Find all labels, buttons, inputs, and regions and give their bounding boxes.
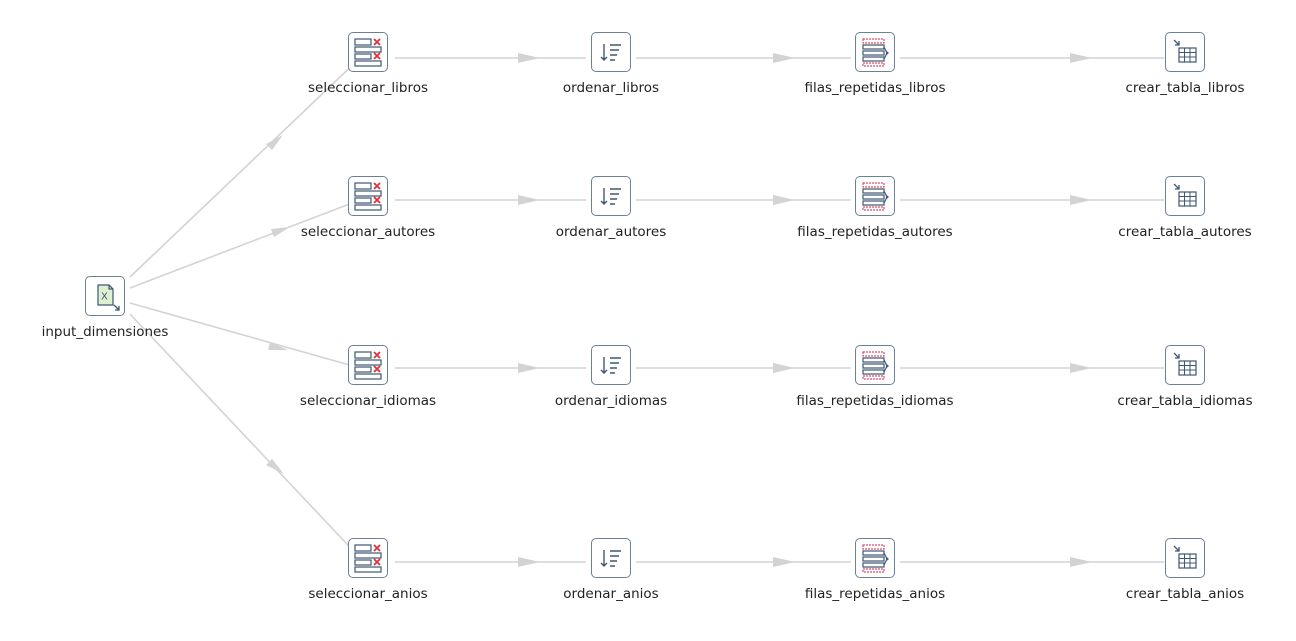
step-filas-repetidas-anios[interactable]: filas_repetidas_anios: [780, 538, 970, 618]
hop-ordenar-idiomas-to-filas-repetidas-idiomas[interactable]: [636, 363, 851, 373]
unique-rows-icon[interactable]: [855, 32, 895, 72]
hop-filas-repetidas-idiomas-to-crear-tabla-idiomas[interactable]: [900, 363, 1164, 373]
step-label: filas_repetidas_libros: [804, 80, 946, 96]
hop-seleccionar-autores-to-ordenar-autores[interactable]: [395, 195, 586, 205]
hop-seleccionar-idiomas-to-ordenar-idiomas[interactable]: [395, 363, 586, 373]
step-crear-tabla-autores[interactable]: crear_tabla_autores: [1090, 176, 1280, 256]
hop-input-to-seleccionar-idiomas[interactable]: [129, 302, 361, 369]
table-output-icon[interactable]: [1165, 538, 1205, 578]
step-label: crear_tabla_autores: [1118, 224, 1252, 240]
step-label: ordenar_autores: [555, 224, 667, 240]
step-label: crear_tabla_idiomas: [1117, 393, 1253, 409]
sort-rows-icon[interactable]: [591, 176, 631, 216]
step-seleccionar-anios[interactable]: seleccionar_anios: [273, 538, 463, 618]
step-label: ordenar_libros: [562, 80, 660, 96]
step-crear-tabla-idiomas[interactable]: crear_tabla_idiomas: [1090, 345, 1280, 425]
select-values-icon[interactable]: [348, 538, 388, 578]
unique-rows-icon[interactable]: [855, 538, 895, 578]
step-ordenar-anios[interactable]: ordenar_anios: [516, 538, 706, 618]
step-label: seleccionar_anios: [308, 586, 428, 602]
sort-rows-icon[interactable]: [591, 32, 631, 72]
hop-filas-repetidas-anios-to-crear-tabla-anios[interactable]: [900, 557, 1164, 567]
step-filas-repetidas-libros[interactable]: filas_repetidas_libros: [780, 32, 970, 112]
step-seleccionar-libros[interactable]: seleccionar_libros: [273, 32, 463, 112]
hop-filas-repetidas-libros-to-crear-tabla-libros[interactable]: [900, 53, 1164, 63]
step-label: filas_repetidas_idiomas: [796, 393, 954, 409]
unique-rows-icon[interactable]: [855, 176, 895, 216]
step-crear-tabla-anios[interactable]: crear_tabla_anios: [1090, 538, 1280, 618]
excel-input-icon[interactable]: X: [85, 276, 125, 316]
step-label: filas_repetidas_anios: [804, 586, 946, 602]
step-ordenar-libros[interactable]: ordenar_libros: [516, 32, 706, 112]
step-filas-repetidas-autores[interactable]: filas_repetidas_autores: [780, 176, 970, 256]
select-values-icon[interactable]: [348, 32, 388, 72]
svg-text:X: X: [101, 292, 108, 303]
hop-filas-repetidas-autores-to-crear-tabla-autores[interactable]: [900, 195, 1164, 205]
step-label: input_dimensiones: [41, 324, 169, 340]
step-label: ordenar_idiomas: [554, 393, 668, 409]
step-seleccionar-idiomas[interactable]: seleccionar_idiomas: [273, 345, 463, 425]
step-ordenar-idiomas[interactable]: ordenar_idiomas: [516, 345, 706, 425]
sort-rows-icon[interactable]: [591, 538, 631, 578]
step-label: filas_repetidas_autores: [797, 224, 953, 240]
table-output-icon[interactable]: [1165, 176, 1205, 216]
step-input-dimensiones[interactable]: X input_dimensiones: [10, 276, 200, 356]
hop-ordenar-libros-to-filas-repetidas-libros[interactable]: [636, 53, 851, 63]
step-filas-repetidas-idiomas[interactable]: filas_repetidas_idiomas: [780, 345, 970, 425]
step-label: crear_tabla_anios: [1125, 586, 1245, 602]
step-label: ordenar_anios: [563, 586, 659, 602]
sort-rows-icon[interactable]: [591, 345, 631, 385]
step-label: seleccionar_idiomas: [299, 393, 437, 409]
table-output-icon[interactable]: [1165, 345, 1205, 385]
hop-input-to-seleccionar-libros[interactable]: [129, 57, 361, 278]
table-output-icon[interactable]: [1165, 32, 1205, 72]
step-seleccionar-autores[interactable]: seleccionar_autores: [273, 176, 463, 256]
step-label: seleccionar_libros: [308, 80, 428, 96]
hop-ordenar-anios-to-filas-repetidas-anios[interactable]: [636, 557, 851, 567]
hop-input-to-seleccionar-autores[interactable]: [129, 199, 361, 289]
hop-input-to-seleccionar-anios[interactable]: [129, 313, 363, 561]
hop-seleccionar-libros-to-ordenar-libros[interactable]: [395, 53, 586, 63]
step-label: crear_tabla_libros: [1125, 80, 1245, 96]
unique-rows-icon[interactable]: [855, 345, 895, 385]
hop-ordenar-autores-to-filas-repetidas-autores[interactable]: [636, 195, 851, 205]
select-values-icon[interactable]: [348, 345, 388, 385]
step-label: seleccionar_autores: [300, 224, 436, 240]
hop-seleccionar-anios-to-ordenar-anios[interactable]: [395, 557, 586, 567]
step-crear-tabla-libros[interactable]: crear_tabla_libros: [1090, 32, 1280, 112]
step-ordenar-autores[interactable]: ordenar_autores: [516, 176, 706, 256]
select-values-icon[interactable]: [348, 176, 388, 216]
